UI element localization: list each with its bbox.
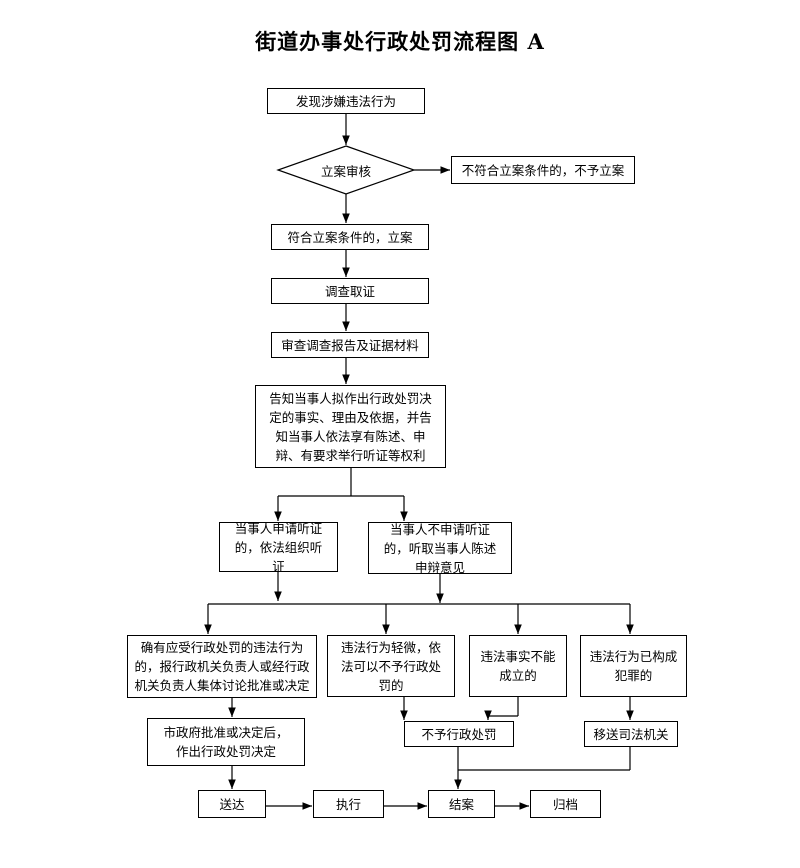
node-examine-report: 审查调查报告及证据材料 [271,332,429,358]
node-not-meet: 不符合立案条件的，不予立案 [451,156,635,184]
node-city-decision: 市政府批准或决定后，作出行政处罚决定 [147,718,305,766]
node-meet: 符合立案条件的，立案 [271,224,429,250]
node-discover: 发现涉嫌违法行为 [267,88,425,114]
page-title: 街道办事处行政处罚流程图 A [255,29,545,54]
node-no-punish: 不予行政处罚 [404,721,514,747]
node-close: 结案 [428,790,495,818]
node-deliver: 送达 [198,790,266,818]
node-should-punish: 确有应受行政处罚的违法行为的，报行政机关负责人或经行政机关负责人集体讨论批准或决… [127,635,317,698]
node-archive: 归档 [530,790,601,818]
node-no-hearing: 当事人不申请听证的，听取当事人陈述申辩意见 [368,522,512,575]
node-review: 立案审核 [320,164,371,179]
node-investigate: 调查取证 [271,278,429,304]
node-minor: 违法行为轻微，依法可以不予行政处罚的 [327,635,455,697]
node-not-established: 违法事实不能成立的 [469,635,567,697]
node-transfer: 移送司法机关 [584,721,678,747]
node-execute: 执行 [313,790,384,818]
node-notify: 告知当事人拟作出行政处罚决定的事实、理由及依据，并告知当事人依法享有陈述、申辩、… [255,385,446,468]
node-crime: 违法行为已构成犯罪的 [580,635,687,697]
node-hearing-request: 当事人申请听证的，依法组织听证 [219,521,338,574]
